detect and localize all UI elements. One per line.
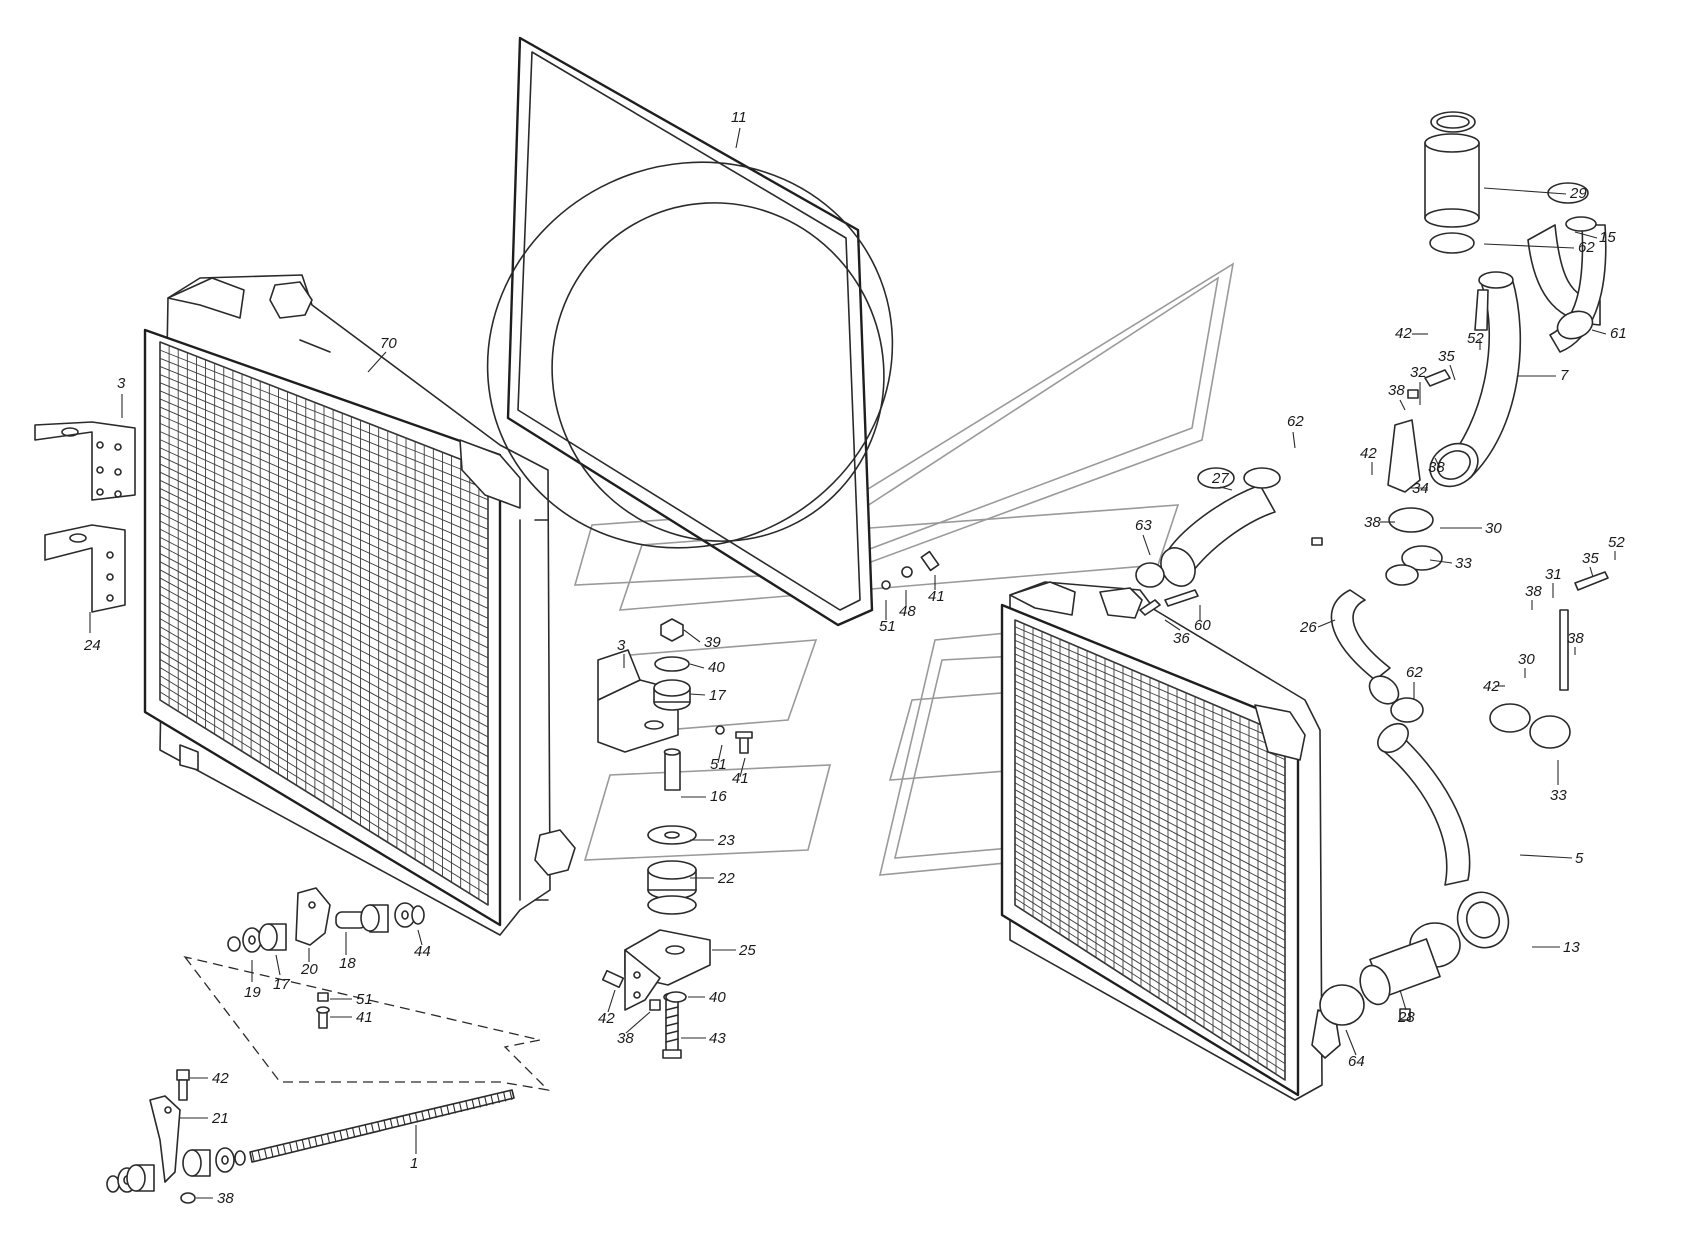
callout-20: 20 — [300, 961, 318, 978]
callout-27: 27 — [1211, 470, 1229, 487]
callout-42: 42 — [598, 1010, 615, 1027]
callout-38: 38 — [1525, 583, 1542, 600]
callout-52: 52 — [1608, 534, 1625, 551]
callout-13: 13 — [1563, 939, 1580, 956]
callout-19: 19 — [244, 984, 261, 1001]
lower-mount-assembly — [183, 887, 550, 1091]
callout-24: 24 — [83, 637, 101, 654]
callout-62: 62 — [1287, 413, 1304, 430]
callout-5: 5 — [1575, 850, 1584, 867]
callout-42: 42 — [1483, 678, 1500, 695]
callout-11: 11 — [731, 109, 747, 126]
callout-42: 42 — [1360, 445, 1377, 462]
callout-44: 44 — [414, 943, 431, 960]
tie-rod-thread — [251, 1090, 513, 1162]
callout-22: 22 — [717, 870, 735, 887]
radiator-core-grid-left — [159, 341, 489, 906]
callout-33: 33 — [1550, 787, 1567, 804]
callout-41: 41 — [928, 588, 945, 605]
callout-23: 23 — [717, 832, 735, 849]
bracket-24 — [44, 524, 126, 613]
callout-35: 35 — [1582, 550, 1599, 567]
callout-38: 38 — [1364, 514, 1381, 531]
callout-15: 15 — [1599, 229, 1616, 246]
callout-42: 42 — [212, 1070, 229, 1087]
callout-21: 21 — [211, 1110, 229, 1127]
fan-shroud-11 — [486, 36, 894, 627]
callout-labels: 11 70 3 24 29 62 15 42 52 35 61 32 7 38 … — [83, 109, 1627, 1207]
callout-32: 32 — [1410, 364, 1427, 381]
callout-70: 70 — [380, 335, 397, 352]
callout-33: 33 — [1455, 555, 1472, 572]
callout-17: 17 — [709, 687, 726, 704]
callout-52: 52 — [1467, 330, 1484, 347]
callout-17: 17 — [273, 976, 290, 993]
callout-38: 38 — [1428, 459, 1445, 476]
callout-18: 18 — [339, 955, 356, 972]
callout-31: 31 — [1545, 566, 1562, 583]
callout-25: 25 — [738, 942, 756, 959]
callout-30: 30 — [1518, 651, 1535, 668]
bracket-3-left — [34, 421, 136, 501]
callout-29: 29 — [1569, 185, 1587, 202]
callout-38: 38 — [1388, 382, 1405, 399]
callout-62: 62 — [1578, 239, 1595, 256]
callout-34: 34 — [1412, 480, 1429, 497]
callout-43: 43 — [709, 1030, 726, 1047]
callout-61: 61 — [1610, 325, 1627, 342]
callout-26: 26 — [1299, 619, 1317, 636]
tie-rod-assembly-1 — [106, 1089, 515, 1204]
radiator-core-grid-right — [1014, 619, 1286, 1081]
callout-38: 38 — [217, 1190, 234, 1207]
callout-51: 51 — [356, 991, 373, 1008]
callout-64: 64 — [1348, 1053, 1365, 1070]
callout-36: 36 — [1173, 630, 1190, 647]
callout-35: 35 — [1438, 348, 1455, 365]
callout-39: 39 — [704, 634, 721, 651]
radiator-assembly-left — [143, 274, 576, 936]
callout-28: 28 — [1397, 1009, 1415, 1026]
callout-leader-lines — [89, 127, 1616, 1199]
callout-41: 41 — [356, 1009, 373, 1026]
callout-16: 16 — [710, 788, 727, 805]
radiator-assembly-right — [1000, 581, 1341, 1101]
callout-62: 62 — [1406, 664, 1423, 681]
callout-40: 40 — [708, 659, 725, 676]
callout-3: 3 — [117, 375, 126, 392]
callout-38: 38 — [617, 1030, 634, 1047]
callout-48: 48 — [899, 603, 916, 620]
callout-42: 42 — [1395, 325, 1412, 342]
callout-41: 41 — [732, 770, 749, 787]
callout-3: 3 — [617, 637, 626, 654]
callout-51: 51 — [879, 618, 896, 635]
callout-1: 1 — [410, 1155, 418, 1172]
fastener-hardware — [176, 389, 1419, 1101]
callout-40: 40 — [709, 989, 726, 1006]
callout-60: 60 — [1194, 617, 1211, 634]
callout-30: 30 — [1485, 520, 1502, 537]
callout-51: 51 — [710, 756, 727, 773]
callout-63: 63 — [1135, 517, 1152, 534]
hose-assembly — [1135, 111, 1609, 1026]
callout-7: 7 — [1560, 367, 1569, 384]
callout-38: 38 — [1567, 630, 1584, 647]
bracket-25 — [624, 929, 711, 1011]
